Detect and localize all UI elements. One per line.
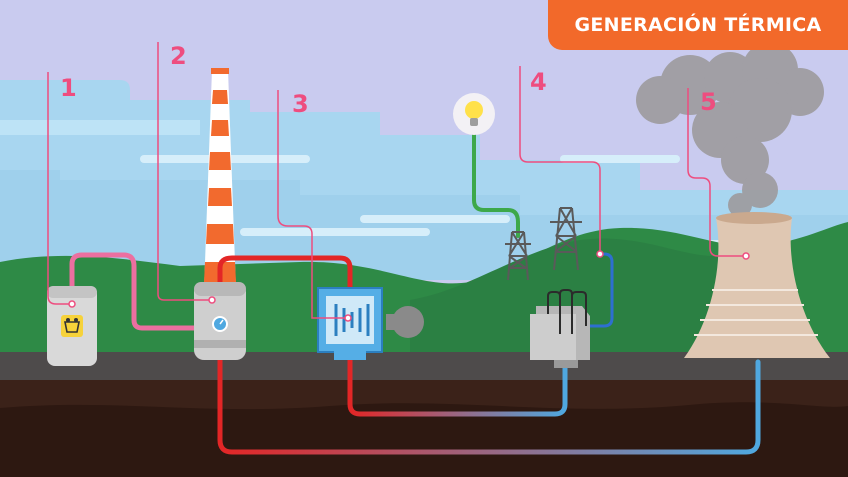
generator	[386, 306, 424, 338]
label-4: 4	[530, 68, 547, 96]
title-badge: GENERACIÓN TÉRMICA	[548, 0, 848, 50]
callout-lines	[47, 42, 746, 319]
coal-silo	[47, 286, 97, 366]
callout-dots	[68, 250, 750, 322]
coal-cart-icon	[61, 315, 83, 337]
label-3: 3	[292, 90, 309, 118]
power-line	[472, 132, 520, 238]
boiler	[194, 282, 246, 360]
transmission-line	[586, 252, 614, 328]
turbine	[317, 287, 383, 360]
return-pipe	[217, 357, 761, 455]
chimney	[204, 68, 236, 290]
label-2: 2	[170, 42, 187, 70]
transformer	[530, 289, 590, 368]
label-5: 5	[700, 88, 717, 116]
smoke-icon	[636, 42, 824, 217]
pipes	[69, 132, 761, 455]
pylon-icon	[505, 207, 582, 281]
cooling-tower	[684, 212, 830, 358]
page-title: GENERACIÓN TÉRMICA	[574, 14, 822, 36]
coal-pipe	[69, 252, 203, 331]
soil-layer	[0, 402, 848, 477]
label-1: 1	[60, 74, 77, 102]
steam-pipe	[217, 255, 353, 303]
lightbulb-icon	[453, 93, 495, 135]
condenser-pipe	[347, 353, 568, 417]
